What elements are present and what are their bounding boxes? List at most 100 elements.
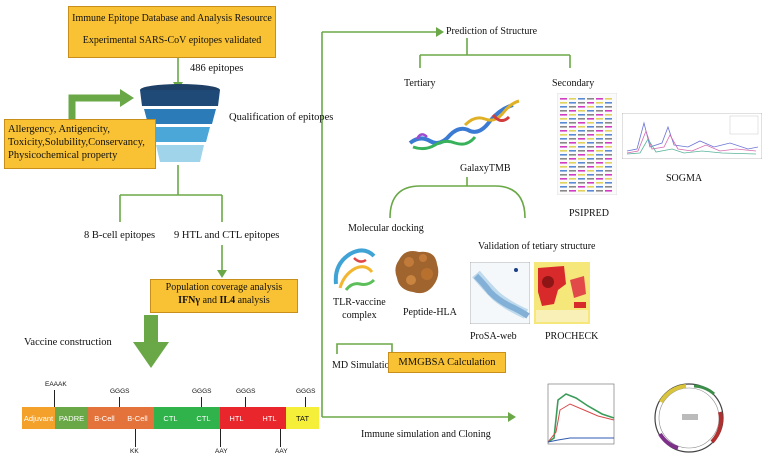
psipred-mark xyxy=(596,178,603,180)
linker-bottom-2: AAY xyxy=(215,448,228,455)
validation-label: Validation of tetiary structure xyxy=(478,241,596,252)
psipred-mark xyxy=(605,158,612,160)
sogma-plot xyxy=(622,113,762,159)
psipred-mark xyxy=(596,102,603,104)
construct-segment-6: CTL xyxy=(187,407,220,429)
peptide-hla-label: Peptide-HLA xyxy=(403,307,457,318)
psipred-mark xyxy=(587,182,594,184)
psipred-mark xyxy=(596,138,603,140)
psipred-mark xyxy=(578,178,585,180)
psipred-mark xyxy=(560,178,567,180)
psipred-mark xyxy=(587,174,594,176)
line-galaxy-branch xyxy=(389,185,526,219)
psipred-label: PSIPRED xyxy=(569,208,610,219)
procheck-plot xyxy=(534,262,590,324)
big-arrow-head xyxy=(133,342,169,368)
psipred-mark xyxy=(578,138,585,140)
psipred-mark xyxy=(596,166,603,168)
psipred-mark xyxy=(560,146,567,148)
arrowhead-population xyxy=(217,270,227,278)
psipred-mark xyxy=(587,170,594,172)
vaccine-construction-label: Vaccine construction xyxy=(24,337,112,348)
b-cell-epitopes: 8 B-cell epitopes xyxy=(84,230,156,241)
construct-segment-2: PADRE xyxy=(55,407,88,429)
tertiary-structure-image xyxy=(408,99,520,151)
plasmid-map xyxy=(654,383,724,453)
psipred-mark xyxy=(569,126,576,128)
construct-segment-1: Adjuvant xyxy=(22,407,55,429)
psipred-mark xyxy=(578,166,585,168)
psipred-mark xyxy=(578,142,585,144)
psipred-mark xyxy=(596,150,603,152)
criteria-line-1: Allergency, Antigencity, xyxy=(8,124,110,135)
psipred-mark xyxy=(605,182,612,184)
psipred-mark xyxy=(560,98,567,100)
tlr-complex-label: TLR-vaccine complex xyxy=(333,297,386,321)
psipred-mark xyxy=(587,134,594,136)
psipred-mark xyxy=(578,162,585,164)
psipred-mark xyxy=(596,190,603,192)
psipred-mark xyxy=(578,186,585,188)
psipred-mark xyxy=(569,174,576,176)
psipred-mark xyxy=(605,122,612,124)
linker-bottom-tick-1 xyxy=(135,429,136,447)
linker-top-tick-2 xyxy=(119,397,120,407)
psipred-mark xyxy=(587,190,594,192)
psipred-mark xyxy=(569,118,576,120)
psipred-mark xyxy=(587,166,594,168)
psipred-mark xyxy=(605,170,612,172)
psipred-mark xyxy=(605,150,612,152)
psipred-mark xyxy=(587,162,594,164)
psipred-mark xyxy=(578,106,585,108)
and-label: and xyxy=(202,295,218,306)
linker-bottom-tick-2 xyxy=(220,429,221,447)
psipred-mark xyxy=(578,114,585,116)
linker-top-tick-1 xyxy=(54,390,55,407)
psipred-mark xyxy=(605,166,612,168)
psipred-mark xyxy=(578,130,585,132)
iedb-box: Immune Epitope Database and Analysis Res… xyxy=(68,6,276,58)
prosa-web-label: ProSA-web xyxy=(470,331,517,342)
psipred-mark xyxy=(605,162,612,164)
tertiary-label: Tertiary xyxy=(404,78,436,89)
psipred-mark xyxy=(605,186,612,188)
ifn-gamma-label: IFNγ xyxy=(178,295,201,306)
criteria-line-3: Physicochemical property xyxy=(8,150,118,161)
psipred-mark xyxy=(596,106,603,108)
big-arrow-body xyxy=(144,315,158,343)
psipred-mark xyxy=(560,142,567,144)
psipred-mark xyxy=(560,154,567,156)
psipred-mark xyxy=(596,174,603,176)
psipred-mark xyxy=(560,130,567,132)
psipred-mark xyxy=(560,110,567,112)
criteria-box: Allergency, Antigencity, Toxicity,Solubi… xyxy=(4,119,156,169)
arrowhead-criteria xyxy=(120,89,134,107)
line-md-bracket xyxy=(336,343,393,354)
psipred-mark xyxy=(569,186,576,188)
prediction-label: Prediction of Structure xyxy=(446,26,538,37)
psipred-mark xyxy=(587,150,594,152)
psipred-mark xyxy=(560,174,567,176)
psipred-mark xyxy=(569,158,576,160)
procheck-label: PROCHECK xyxy=(545,331,599,342)
psipred-mark xyxy=(578,174,585,176)
psipred-mark xyxy=(605,102,612,104)
population-line1: Population coverage analysis xyxy=(165,282,283,293)
psipred-mark xyxy=(560,118,567,120)
psipred-mark xyxy=(605,138,612,140)
psipred-mark xyxy=(569,170,576,172)
psipred-mark xyxy=(560,166,567,168)
psipred-mark xyxy=(560,186,567,188)
psipred-mark xyxy=(587,178,594,180)
construct-segment-7: HTL xyxy=(220,407,253,429)
linker-bottom-3: AAY xyxy=(275,448,288,455)
psipred-mark xyxy=(560,126,567,128)
psipred-mark xyxy=(605,174,612,176)
immune-cloning-label: Immune simulation and Cloning xyxy=(361,429,491,440)
linker-top-tick-3 xyxy=(201,397,202,407)
psipred-mark xyxy=(569,150,576,152)
linker-bottom-tick-3 xyxy=(280,429,281,447)
psipred-mark xyxy=(578,122,585,124)
iedb-subtitle: Experimental SARS-CoV epitopes validated xyxy=(82,35,262,46)
